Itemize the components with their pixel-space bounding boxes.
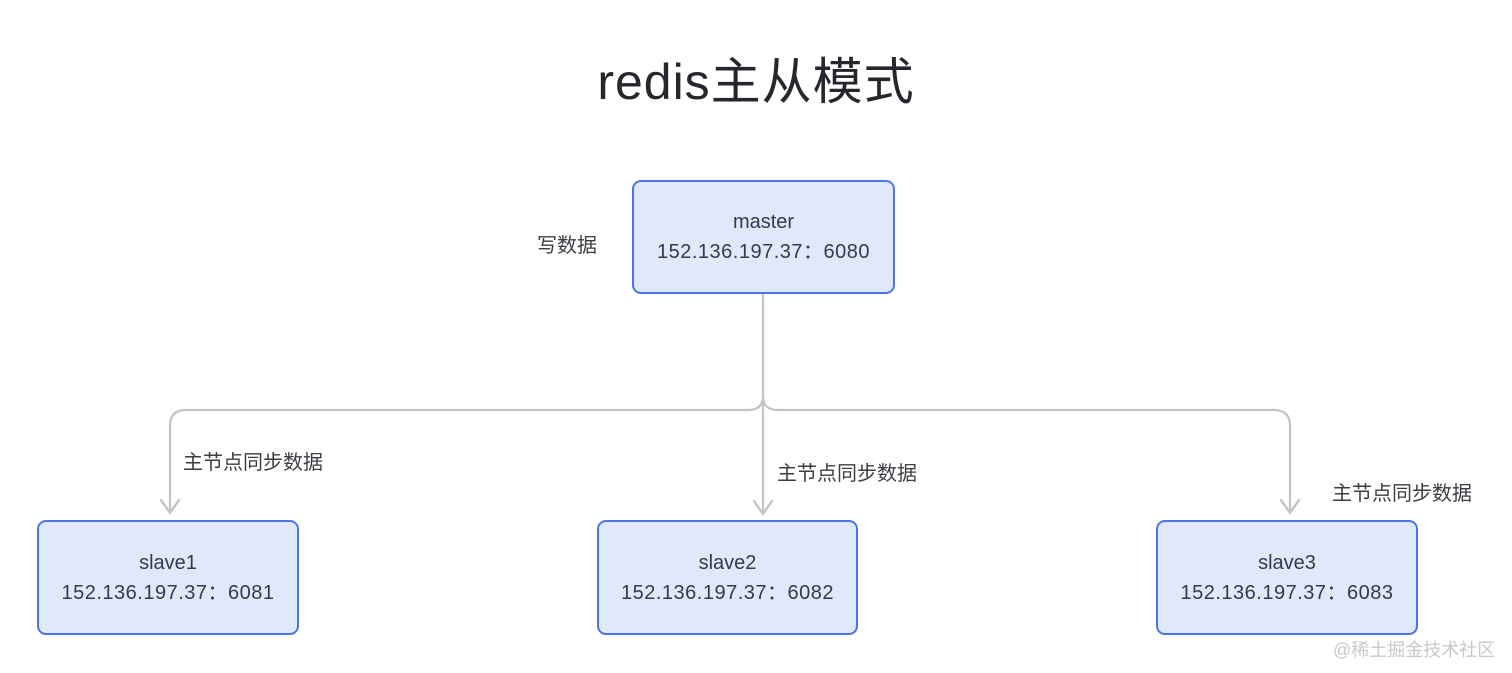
node-slave2-address: 152.136.197.37：6082 bbox=[620, 581, 834, 604]
node-master-address: 152.136.197.37：6080 bbox=[656, 241, 870, 263]
edge-label-sync-slave3: 主节点同步数据 bbox=[1332, 483, 1472, 505]
node-slave2-name: slave2 bbox=[698, 551, 757, 574]
node-slave3: slave3 152.136.197.37：6083 bbox=[1156, 520, 1418, 635]
arrowhead-slave3 bbox=[1279, 498, 1301, 515]
diagram-title: redis主从模式 bbox=[597, 54, 915, 110]
node-slave1-name: slave1 bbox=[139, 551, 197, 574]
node-master-name: master bbox=[732, 211, 795, 233]
node-slave3-address: 152.136.197.37：6083 bbox=[1180, 581, 1394, 604]
watermark: @稀土掘金技术社区 bbox=[1333, 640, 1496, 660]
edge-master-slave1 bbox=[168, 394, 765, 512]
node-slave2: slave2 152.136.197.37：6082 bbox=[597, 520, 858, 635]
node-slave1-address: 152.136.197.37：6081 bbox=[61, 581, 275, 604]
node-master: master 152.136.197.37：6080 bbox=[632, 180, 895, 294]
arrowhead-slave1 bbox=[159, 498, 181, 515]
edge-label-sync-slave1: 主节点同步数据 bbox=[183, 452, 323, 474]
arrowhead-slave2 bbox=[752, 499, 774, 516]
node-slave3-name: slave3 bbox=[1258, 551, 1316, 574]
edge-label-sync-slave2: 主节点同步数据 bbox=[777, 463, 917, 485]
edge-label-write-data: 写数据 bbox=[537, 235, 597, 257]
node-slave1: slave1 152.136.197.37：6081 bbox=[37, 520, 299, 635]
edge-master-slave3 bbox=[761, 394, 1292, 512]
